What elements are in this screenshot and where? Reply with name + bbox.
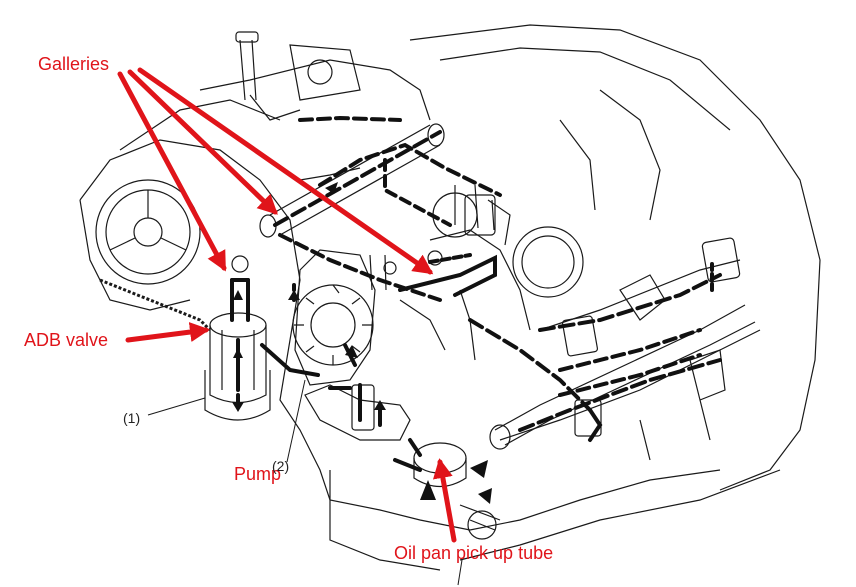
engine-block xyxy=(79,24,821,571)
oil-pan-pickup-label: Oil pan pick up tube xyxy=(394,543,554,563)
galleries-arrow-2 xyxy=(127,69,278,215)
adb-valve-label: ADB valve xyxy=(24,330,109,350)
callout-2-label: (2) xyxy=(272,458,290,474)
pump-label: Pump xyxy=(234,464,282,484)
pickup-arrow xyxy=(432,458,457,543)
annotation-arrows xyxy=(117,67,457,543)
flow-arrows xyxy=(232,182,492,504)
adb-valve-arrow xyxy=(125,322,210,343)
oil-flow-paths xyxy=(230,115,722,472)
galleries-label: Galleries xyxy=(38,54,110,74)
galleries-arrow-3 xyxy=(117,71,227,272)
galleries-arrow-1 xyxy=(137,67,434,275)
callout-1-label: (1) xyxy=(123,410,141,426)
callout-leaders xyxy=(147,379,463,586)
